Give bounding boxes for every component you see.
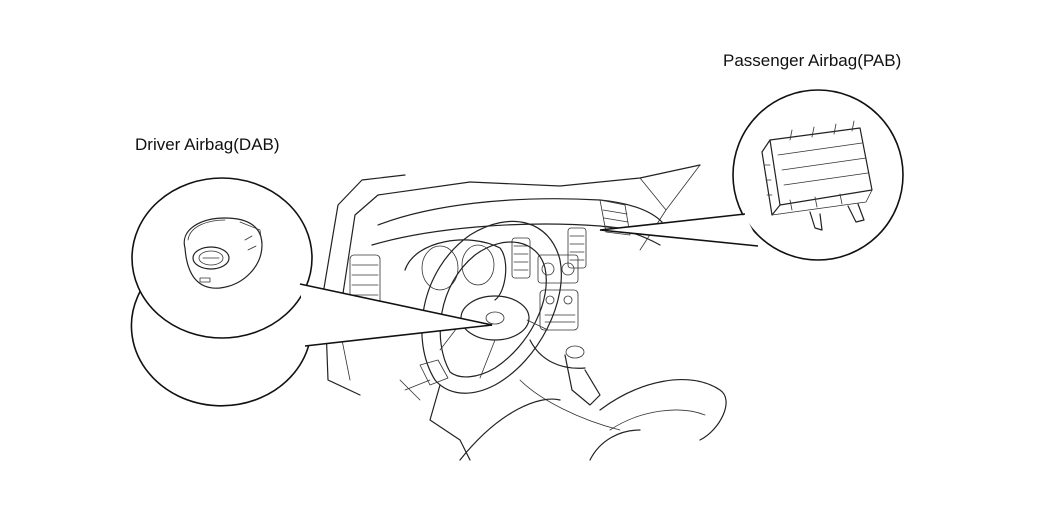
driver-airbag-callout bbox=[130, 177, 493, 407]
driver-airbag-module bbox=[183, 217, 263, 289]
instrument-cluster bbox=[404, 239, 507, 301]
dashboard-drawing bbox=[321, 164, 727, 461]
center-air-vents bbox=[511, 227, 587, 279]
passenger-airbag-label: Passenger Airbag(PAB) bbox=[723, 51, 902, 70]
steering-wheel bbox=[421, 220, 562, 394]
passenger-airbag-module bbox=[761, 120, 873, 231]
center-console bbox=[519, 254, 621, 431]
driver-airbag-label: Driver Airbag(DAB) bbox=[135, 135, 280, 154]
passenger-airbag-callout bbox=[599, 89, 904, 261]
right-air-vent bbox=[599, 199, 631, 236]
